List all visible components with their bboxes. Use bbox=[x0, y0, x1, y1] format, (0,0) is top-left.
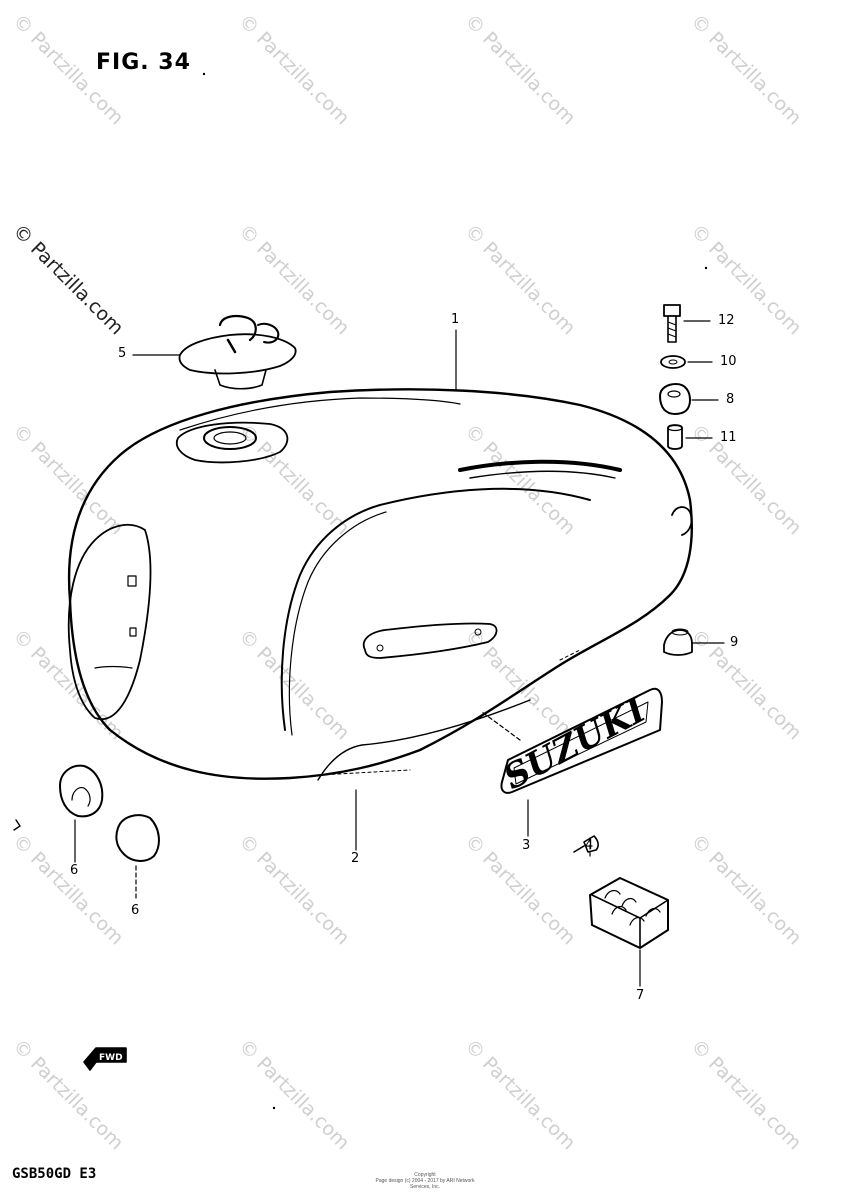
callout-3: 3 bbox=[522, 838, 531, 853]
callout-5: 5 bbox=[118, 346, 127, 361]
callout-10: 10 bbox=[720, 354, 737, 369]
callout-1: 1 bbox=[451, 312, 460, 327]
callout-6b: 6 bbox=[131, 903, 140, 918]
fwd-arrow-icon bbox=[83, 1047, 127, 1071]
cushion-drawing bbox=[659, 383, 691, 415]
callout-9: 9 bbox=[730, 635, 739, 650]
callout-4: 4 bbox=[585, 838, 594, 853]
callout-8: 8 bbox=[726, 392, 735, 407]
fwd-label: FWD bbox=[99, 1053, 123, 1063]
bolt-drawing bbox=[663, 304, 681, 343]
fuel-tank-drawing bbox=[67, 388, 693, 781]
callout-11: 11 bbox=[720, 430, 737, 445]
figure-title: FIG. 34 bbox=[96, 50, 191, 75]
callout-12: 12 bbox=[718, 313, 735, 328]
spacer-drawing bbox=[667, 424, 683, 450]
copyright-notice: Copyright Page design (c) 2004 - 2017 by… bbox=[375, 1172, 475, 1190]
callout-6a: 6 bbox=[70, 863, 79, 878]
washer-drawing bbox=[660, 355, 686, 369]
callout-2: 2 bbox=[351, 851, 360, 866]
emblem-screw-drawing bbox=[573, 835, 599, 853]
model-code: GSB50GD E3 bbox=[12, 1166, 97, 1182]
emblem-text: SUZUKI bbox=[497, 690, 653, 798]
grommet-upper-drawing bbox=[59, 764, 104, 818]
tank-emblem-drawing bbox=[500, 687, 663, 794]
rear-cushion-drawing bbox=[663, 628, 693, 656]
leader-emblem-guide bbox=[481, 711, 521, 741]
fuel-cap-drawing bbox=[178, 314, 297, 390]
callout-7: 7 bbox=[636, 988, 645, 1003]
grommet-lower-drawing bbox=[115, 814, 160, 862]
rubber-mount-drawing bbox=[589, 877, 669, 949]
